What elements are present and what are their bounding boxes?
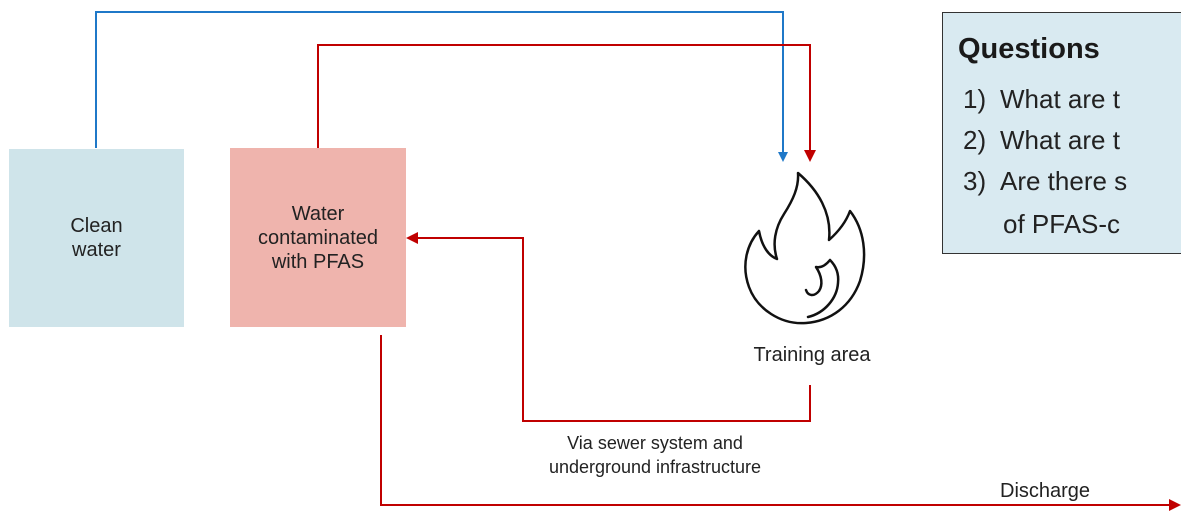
clean-to-training-arrow [95, 11, 788, 162]
questions-title: Questions [958, 33, 1100, 65]
sewer-edge-label: Via sewer system and underground infrast… [548, 433, 762, 477]
question-number: 2) [963, 125, 987, 155]
fire-icon [744, 171, 866, 325]
question-item: 2) What are t [963, 124, 1120, 156]
contaminated-water-box: Water contaminated with PFAS [230, 148, 406, 327]
question-item: 3) Are there s [963, 165, 1127, 197]
question-text-continuation: of PFAS-c [1003, 209, 1121, 239]
question-text: Are there s [1000, 166, 1128, 196]
training-area-label: Training area [753, 344, 871, 366]
discharge-arrow [380, 335, 1181, 511]
question-text: What are t [1000, 125, 1120, 155]
contaminated-to-training-arrow [317, 44, 816, 162]
question-text: What are t [1000, 84, 1120, 114]
clean-water-box: Clean water [9, 149, 184, 327]
clean-water-label: Clean water [70, 215, 123, 261]
question-number: 1) [963, 84, 987, 114]
contaminated-water-label: Water contaminated with PFAS [257, 202, 379, 273]
questions-panel: Questions 1) What are t 2) What are t 3) Ar… [942, 12, 1181, 254]
sewer-return-arrow [406, 232, 811, 422]
question-item: 1) What are t [963, 83, 1120, 115]
discharge-edge-label: Discharge [1000, 480, 1091, 502]
question-number: 3) [963, 166, 987, 196]
